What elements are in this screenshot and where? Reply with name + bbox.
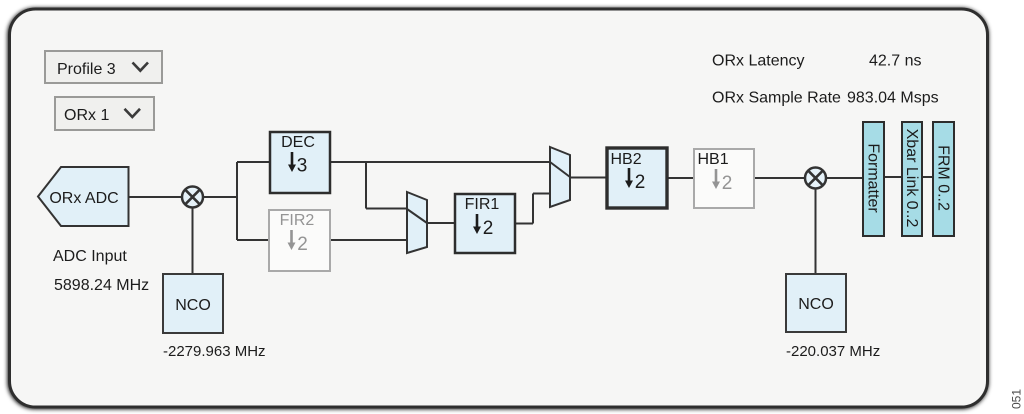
svg-text:051: 051	[1010, 389, 1024, 409]
svg-text:ADC Input: ADC Input	[53, 248, 127, 265]
svg-text:3: 3	[297, 156, 308, 177]
svg-text:Formatter: Formatter	[865, 143, 882, 213]
svg-text:ORx ADC: ORx ADC	[49, 190, 118, 207]
svg-text:NCO: NCO	[175, 297, 211, 314]
svg-text:FRM 0..2: FRM 0..2	[935, 145, 952, 211]
svg-text:983.04 Msps: 983.04 Msps	[847, 90, 939, 107]
svg-text:HB2: HB2	[611, 151, 642, 168]
svg-text:5898.24 MHz: 5898.24 MHz	[54, 277, 149, 294]
svg-text:Xbar Link 0..2: Xbar Link 0..2	[903, 129, 920, 228]
svg-text:Profile 3: Profile 3	[57, 61, 116, 78]
svg-text:2: 2	[635, 172, 646, 193]
svg-text:2: 2	[483, 218, 494, 239]
svg-text:-2279.963 MHz: -2279.963 MHz	[163, 343, 266, 360]
svg-text:ORx Sample Rate: ORx Sample Rate	[712, 90, 841, 107]
svg-text:2: 2	[297, 234, 308, 255]
svg-text:FIR1: FIR1	[465, 196, 500, 213]
svg-text:NCO: NCO	[798, 296, 834, 313]
svg-text:2: 2	[722, 173, 733, 194]
svg-text:ORx Latency: ORx Latency	[712, 53, 804, 70]
svg-text:-220.037 MHz: -220.037 MHz	[786, 343, 880, 360]
svg-text:ORx 1: ORx 1	[64, 107, 109, 124]
svg-text:HB1: HB1	[698, 151, 729, 168]
svg-text:42.7 ns: 42.7 ns	[869, 53, 921, 70]
svg-text:FIR2: FIR2	[280, 212, 315, 229]
svg-text:DEC: DEC	[281, 134, 315, 151]
